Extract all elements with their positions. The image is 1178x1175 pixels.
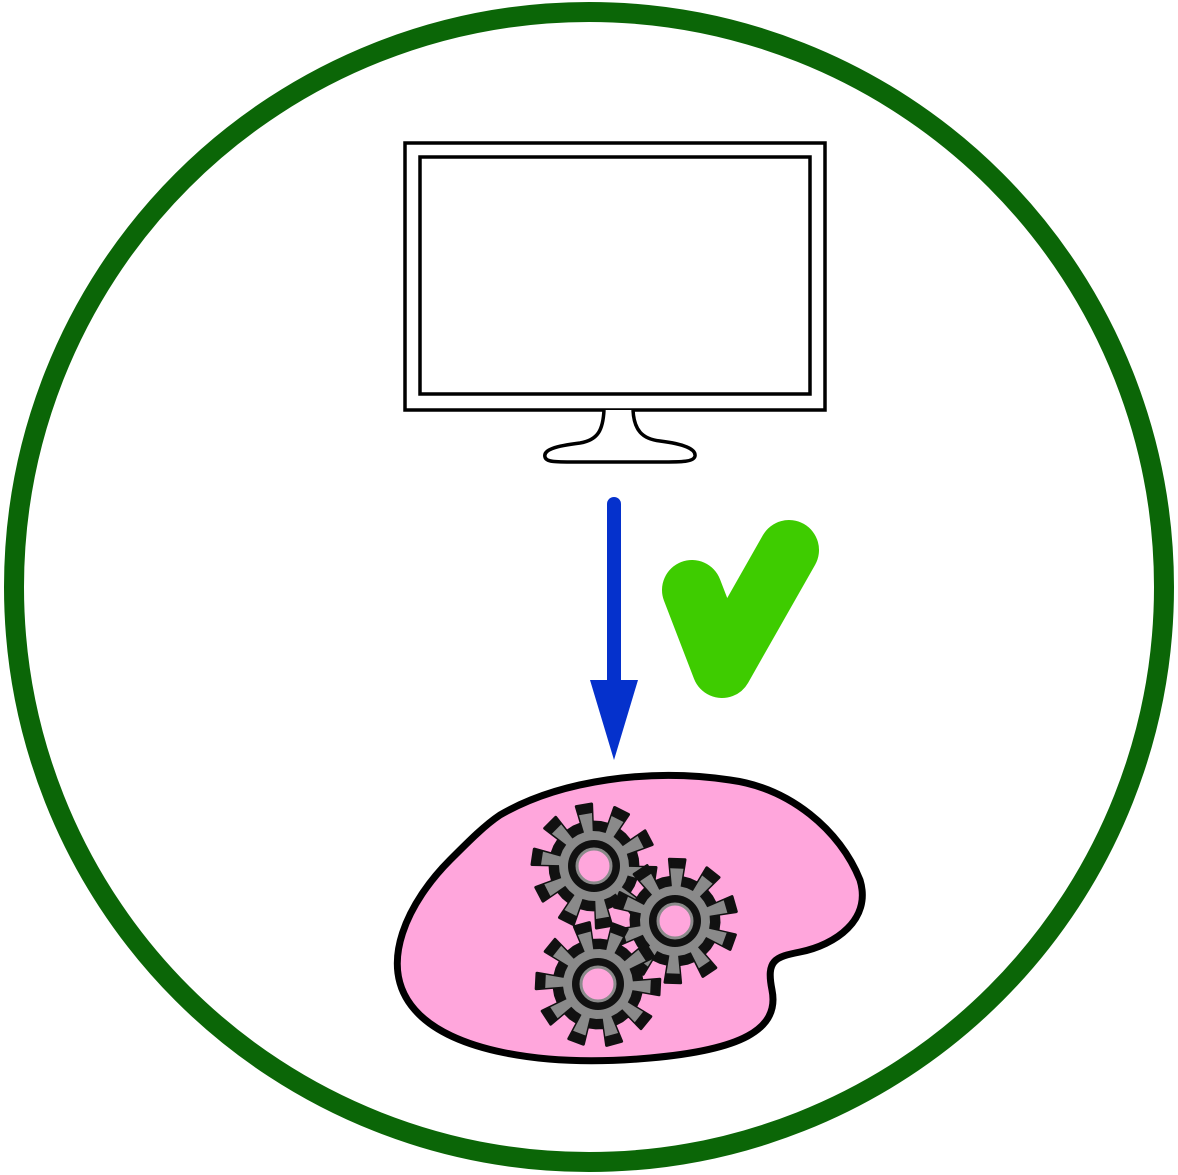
gear-hub	[658, 904, 692, 938]
monitor-icon	[405, 143, 825, 462]
arrow-down-icon	[590, 504, 638, 760]
gear-hub	[581, 967, 615, 1001]
monitor-bezel	[405, 143, 825, 410]
gear-hub	[577, 849, 611, 883]
checkmark-icon	[692, 550, 789, 668]
monitor-stand	[545, 410, 695, 462]
arrow-head	[590, 680, 638, 760]
